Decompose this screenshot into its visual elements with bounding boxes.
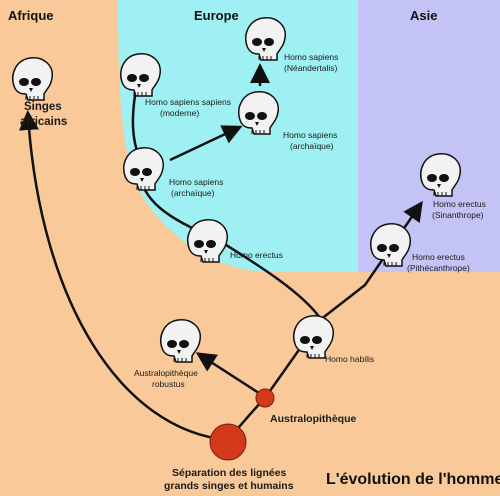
label-singes: Singes africains: [20, 101, 67, 128]
lineage-to-apes: [18, 110, 229, 442]
label-separation: Séparation des lignées grands singes et …: [164, 467, 294, 492]
diagram-title: L'évolution de l'homme: [326, 471, 500, 488]
label-erectus-sinanthrope: Homo erectus (Sinanthrope): [432, 199, 488, 220]
label-habilis: Homo habilis: [325, 354, 374, 364]
label-erectus-afrique: Homo erectus: [230, 250, 283, 260]
label-archaique-europe: Homo sapiens (archaïque): [283, 130, 340, 151]
node-separation: [209, 423, 247, 461]
region-label-asia: Asie: [410, 8, 437, 23]
region-label-africa: Afrique: [8, 8, 54, 23]
arrow-to-robustus: [195, 352, 263, 397]
label-archaique-afrique: Homo sapiens (archaïque): [169, 177, 226, 198]
label-erectus-pithecanthrope: Homo erectus (Pithécanthrope): [407, 252, 470, 273]
label-australo-robustus: Australopithèque robustus: [134, 368, 200, 389]
label-neandertal: Homo sapiens (Néandertalis): [284, 52, 341, 73]
arrow-to-archaic-europe: [169, 125, 243, 162]
label-sapiens-moderne: Homo sapiens sapiens (moderne): [145, 97, 233, 118]
lineage-erectus-to-habilis: [214, 236, 322, 319]
region-label-europe: Europe: [194, 8, 239, 23]
label-australopitheque: Australopithèque: [270, 413, 356, 425]
node-australopitheque: [255, 388, 275, 408]
